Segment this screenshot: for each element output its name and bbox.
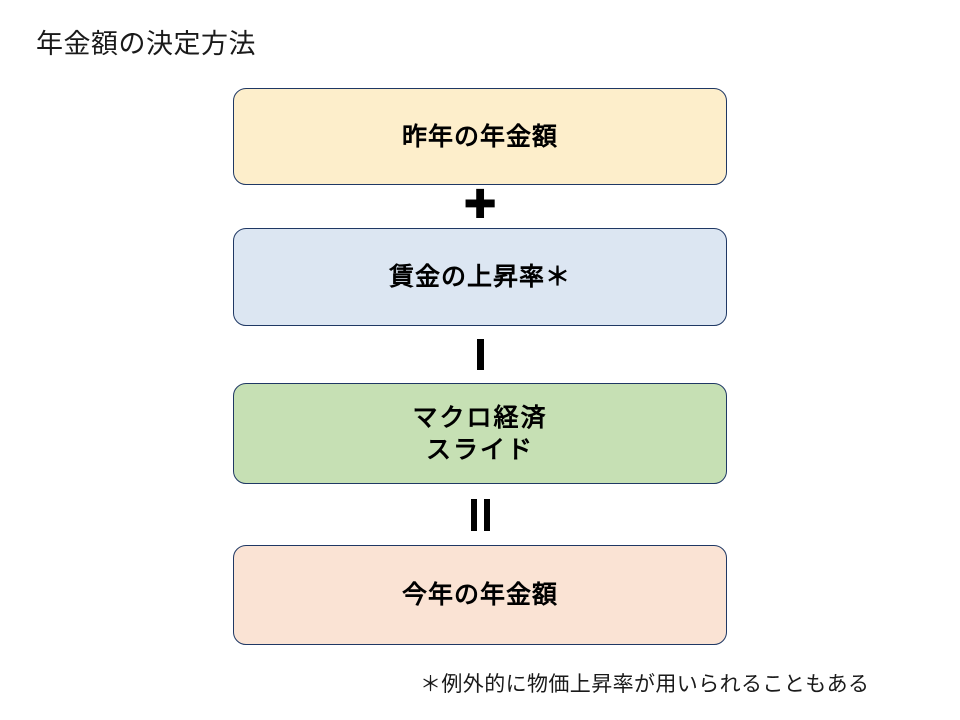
plus-operator: ✚ — [233, 185, 727, 228]
flow-box-wage-growth: 賃金の上昇率＊ — [233, 228, 727, 326]
flow-box-macro-slide: マクロ経済 スライド — [233, 383, 727, 484]
pension-formula-flow: 昨年の年金額 ✚ 賃金の上昇率＊ マクロ経済 スライド 今年の年金額 — [233, 88, 727, 645]
footnote-text: ＊例外的に物価上昇率が用いられることもある — [420, 673, 870, 696]
flow-box-prev-pension-label: 昨年の年金額 — [401, 122, 558, 151]
equals-icon — [470, 498, 490, 531]
flow-box-this-pension: 今年の年金額 — [233, 545, 727, 645]
flow-box-macro-slide-label: マクロ経済 スライド — [412, 402, 547, 466]
flow-box-macro-slide-label-line1: マクロ経済 — [412, 403, 548, 432]
page-title: 年金額の決定方法 — [36, 29, 256, 59]
flow-box-wage-growth-label: 賃金の上昇率＊ — [388, 263, 571, 291]
minus-icon — [476, 339, 484, 370]
minus-operator — [233, 326, 727, 383]
flow-box-macro-slide-label-line2: スライド — [425, 435, 534, 464]
equals-operator — [233, 484, 727, 545]
flow-box-this-pension-label: 今年の年金額 — [401, 581, 558, 609]
flow-box-prev-pension: 昨年の年金額 — [233, 88, 727, 185]
plus-icon: ✚ — [463, 181, 497, 228]
